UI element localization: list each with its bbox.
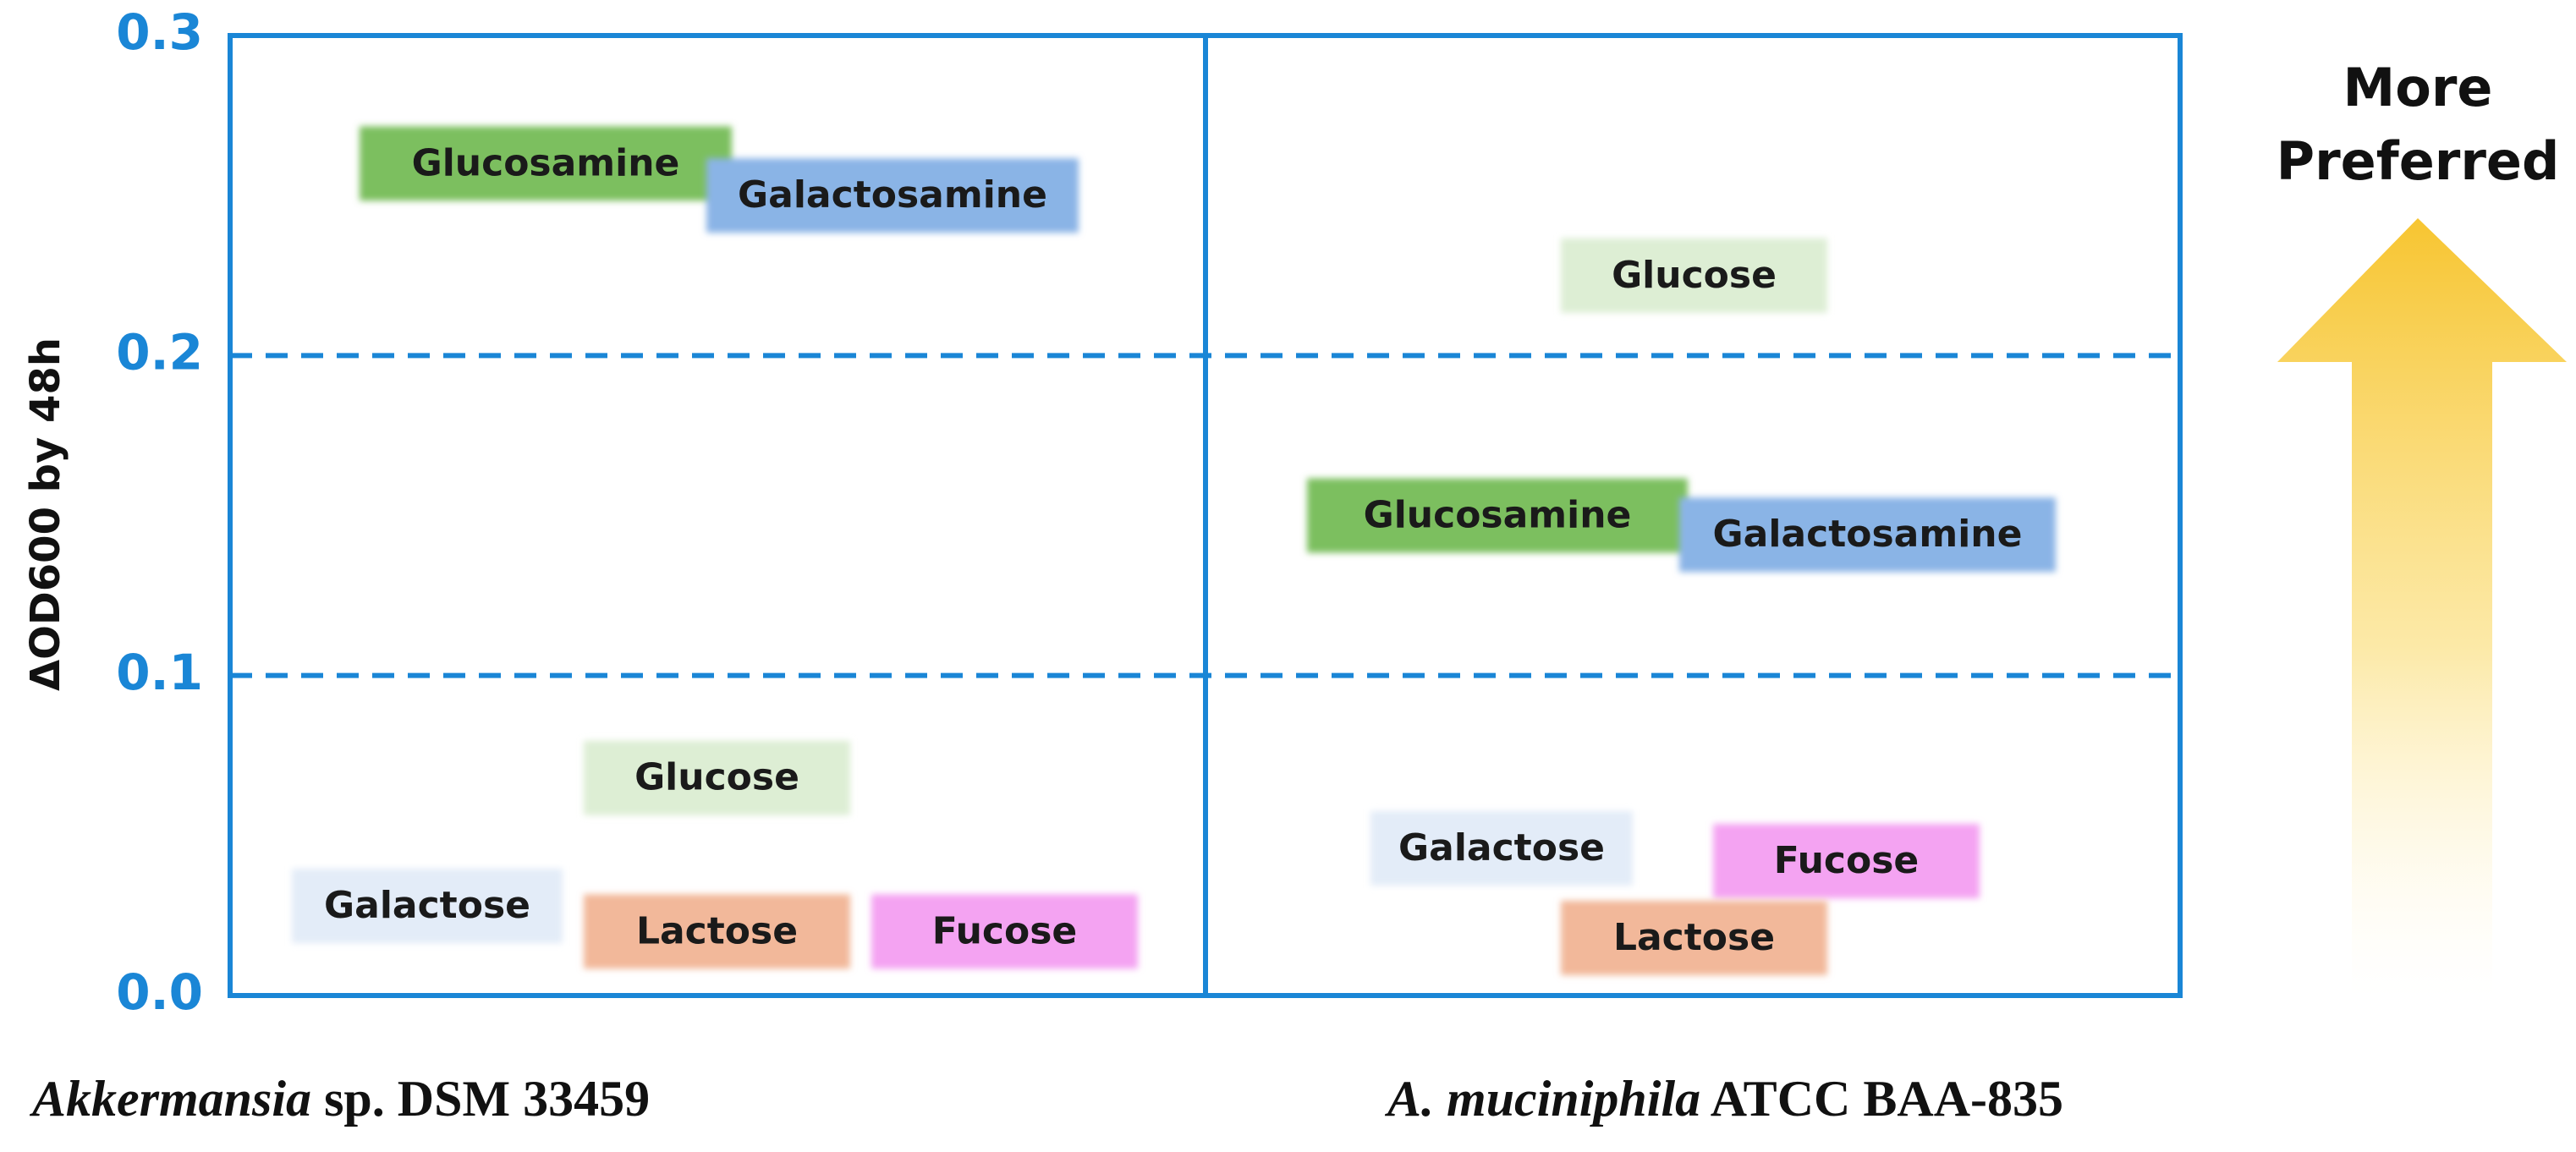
point-label: Galactose xyxy=(324,884,530,927)
y-tick-label: 0.1 xyxy=(116,644,203,701)
point-label: Glucosamine xyxy=(412,141,680,184)
y-tick-label: 0.0 xyxy=(116,963,203,1021)
arrow-label-line1: More xyxy=(2343,57,2493,118)
point-label: Glucosamine xyxy=(1364,494,1632,537)
point-galactose: Galactose xyxy=(1370,810,1633,886)
data-points: GlucosamineGalactosamineGlucoseGalactose… xyxy=(292,126,2056,975)
y-axis-ticks: 0.0 0.1 0.2 0.3 xyxy=(116,3,203,1021)
point-marker xyxy=(1307,478,1688,553)
plot-frame xyxy=(228,33,2183,998)
point-label: Fucose xyxy=(932,909,1078,952)
preference-arrow: More Preferred xyxy=(2277,57,2567,998)
point-glucose: Glucose xyxy=(1561,238,1827,313)
point-lactose: Lactose xyxy=(584,894,850,969)
point-marker xyxy=(871,894,1138,969)
point-marker xyxy=(1679,497,2056,573)
point-label: Lactose xyxy=(1613,916,1775,959)
point-marker xyxy=(1561,900,1827,975)
point-glucosamine: Glucosamine xyxy=(1307,478,1688,553)
point-label: Galactosamine xyxy=(1713,513,2023,556)
point-fucose: Fucose xyxy=(1713,824,1980,899)
point-marker xyxy=(706,158,1079,233)
y-tick-label: 0.2 xyxy=(116,323,203,381)
panel-2-caption: A. muciniphila ATCC BAA-835 xyxy=(1387,1070,2063,1128)
point-galactose: Galactose xyxy=(292,869,563,944)
up-arrow-icon xyxy=(2277,218,2567,998)
point-marker xyxy=(1561,238,1827,313)
point-label: Galactosamine xyxy=(738,173,1047,217)
point-glucosamine: Glucosamine xyxy=(360,126,732,201)
point-marker xyxy=(1370,810,1633,886)
point-galactosamine: Galactosamine xyxy=(1679,497,2056,573)
point-marker xyxy=(1713,824,1980,899)
point-lactose: Lactose xyxy=(1561,900,1827,975)
y-tick-label: 0.3 xyxy=(116,3,203,61)
point-label: Galactose xyxy=(1398,826,1605,869)
point-marker xyxy=(292,869,563,944)
point-label: Fucose xyxy=(1774,839,1920,882)
panel-2-caption-species: A. muciniphila xyxy=(1387,1071,1701,1127)
panel-1-caption-strain: sp. DSM 33459 xyxy=(311,1071,651,1127)
point-label: Lactose xyxy=(636,909,798,952)
point-marker xyxy=(584,894,850,969)
point-fucose: Fucose xyxy=(871,894,1138,969)
arrow-label-line2: Preferred xyxy=(2277,130,2560,192)
point-glucose: Glucose xyxy=(584,740,850,815)
panel-2-caption-strain: ATCC BAA-835 xyxy=(1700,1071,2064,1127)
point-galactosamine: Galactosamine xyxy=(706,158,1079,233)
point-marker xyxy=(584,740,850,815)
point-label: Glucose xyxy=(634,756,799,799)
point-marker xyxy=(360,126,732,201)
panel-1-caption-genus: Akkermansia xyxy=(32,1071,312,1127)
point-label: Glucose xyxy=(1612,254,1777,297)
panel-1-caption: Akkermansia sp. DSM 33459 xyxy=(32,1070,650,1128)
y-axis-label: ΔOD600 by 48h xyxy=(22,337,69,691)
